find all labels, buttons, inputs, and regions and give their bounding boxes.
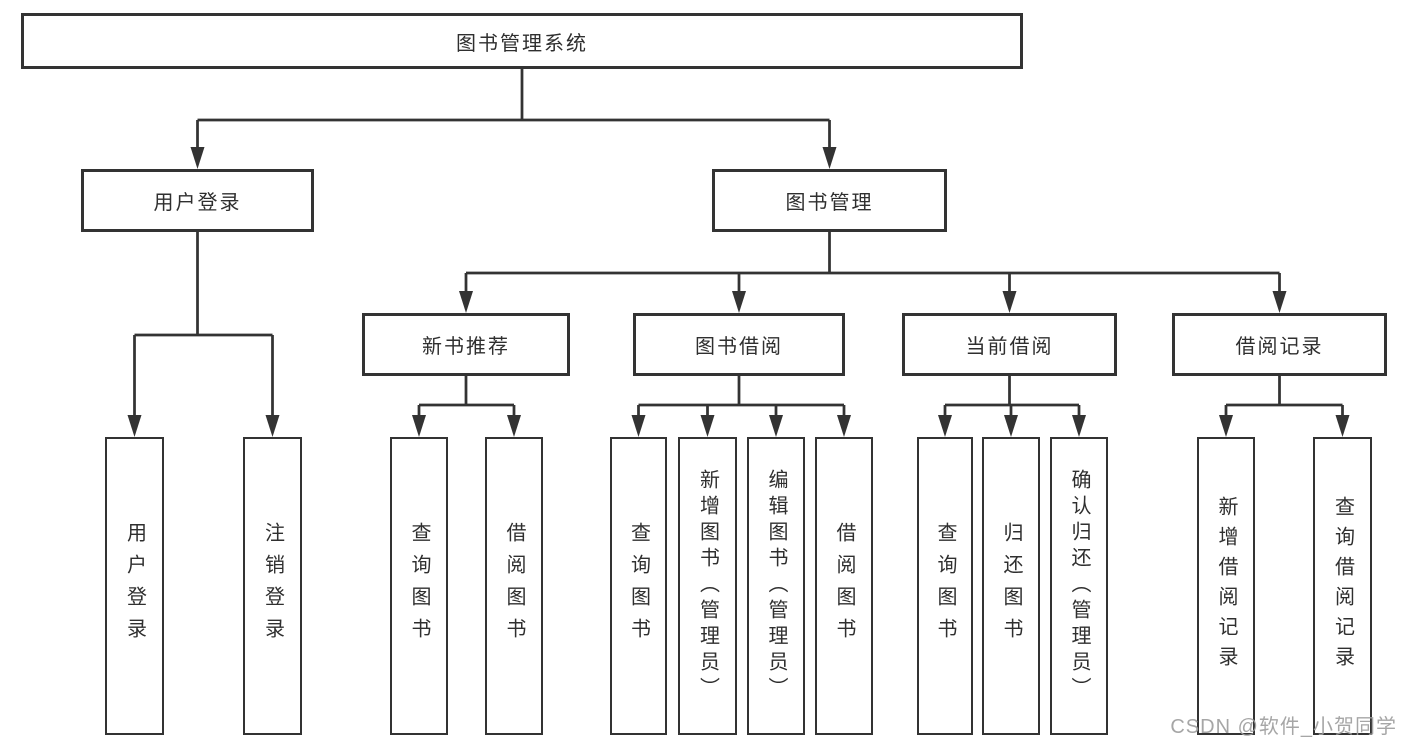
leaf-add-borrow-record: 新增借阅记录 [1197, 437, 1255, 735]
leaf-user-login: 用户登录 [105, 437, 164, 735]
leaf-add-books-admin: 新增图书（管理员） [678, 437, 737, 735]
leaf-query-books-borrow: 查询图书 [610, 437, 667, 735]
leaf-logout: 注销登录 [243, 437, 302, 735]
leaf-label: 查询图书 [627, 522, 650, 650]
leaf-return-books: 归还图书 [982, 437, 1040, 735]
leaf-edit-books-admin: 编辑图书（管理员） [747, 437, 805, 735]
leaf-label: 新增图书（管理员） [696, 469, 719, 703]
leaf-label: 确认归还（管理员） [1068, 469, 1090, 703]
leaf-label: 新增借阅记录 [1215, 496, 1237, 676]
leaf-label: 查询图书 [408, 522, 430, 650]
leaf-label: 用户登录 [123, 522, 146, 650]
node-user-login: 用户登录 [81, 169, 314, 232]
node-library-management-system: 图书管理系统 [21, 13, 1023, 69]
leaf-borrow-books: 借阅图书 [815, 437, 873, 735]
leaf-borrow-books-recommend: 借阅图书 [485, 437, 543, 735]
leaf-label: 查询图书 [934, 522, 956, 650]
leaf-label: 借阅图书 [833, 522, 855, 650]
leaf-label: 归还图书 [1000, 522, 1022, 650]
leaf-label: 编辑图书（管理员） [765, 469, 787, 703]
csdn-watermark: CSDN @软件_小贺同学 [1170, 716, 1397, 738]
leaf-label: 注销登录 [261, 522, 284, 650]
leaf-label: 借阅图书 [503, 522, 525, 650]
leaf-query-books-recommend: 查询图书 [390, 437, 448, 735]
leaf-label: 查询借阅记录 [1331, 496, 1354, 676]
leaf-query-borrow-record: 查询借阅记录 [1313, 437, 1372, 735]
node-borrowing-records: 借阅记录 [1172, 313, 1387, 376]
node-book-borrowing: 图书借阅 [633, 313, 845, 376]
leaf-confirm-return-admin: 确认归还（管理员） [1050, 437, 1108, 735]
node-book-management: 图书管理 [712, 169, 947, 232]
node-current-borrowing: 当前借阅 [902, 313, 1117, 376]
leaf-query-books-current: 查询图书 [917, 437, 973, 735]
node-new-book-recommendation: 新书推荐 [362, 313, 570, 376]
